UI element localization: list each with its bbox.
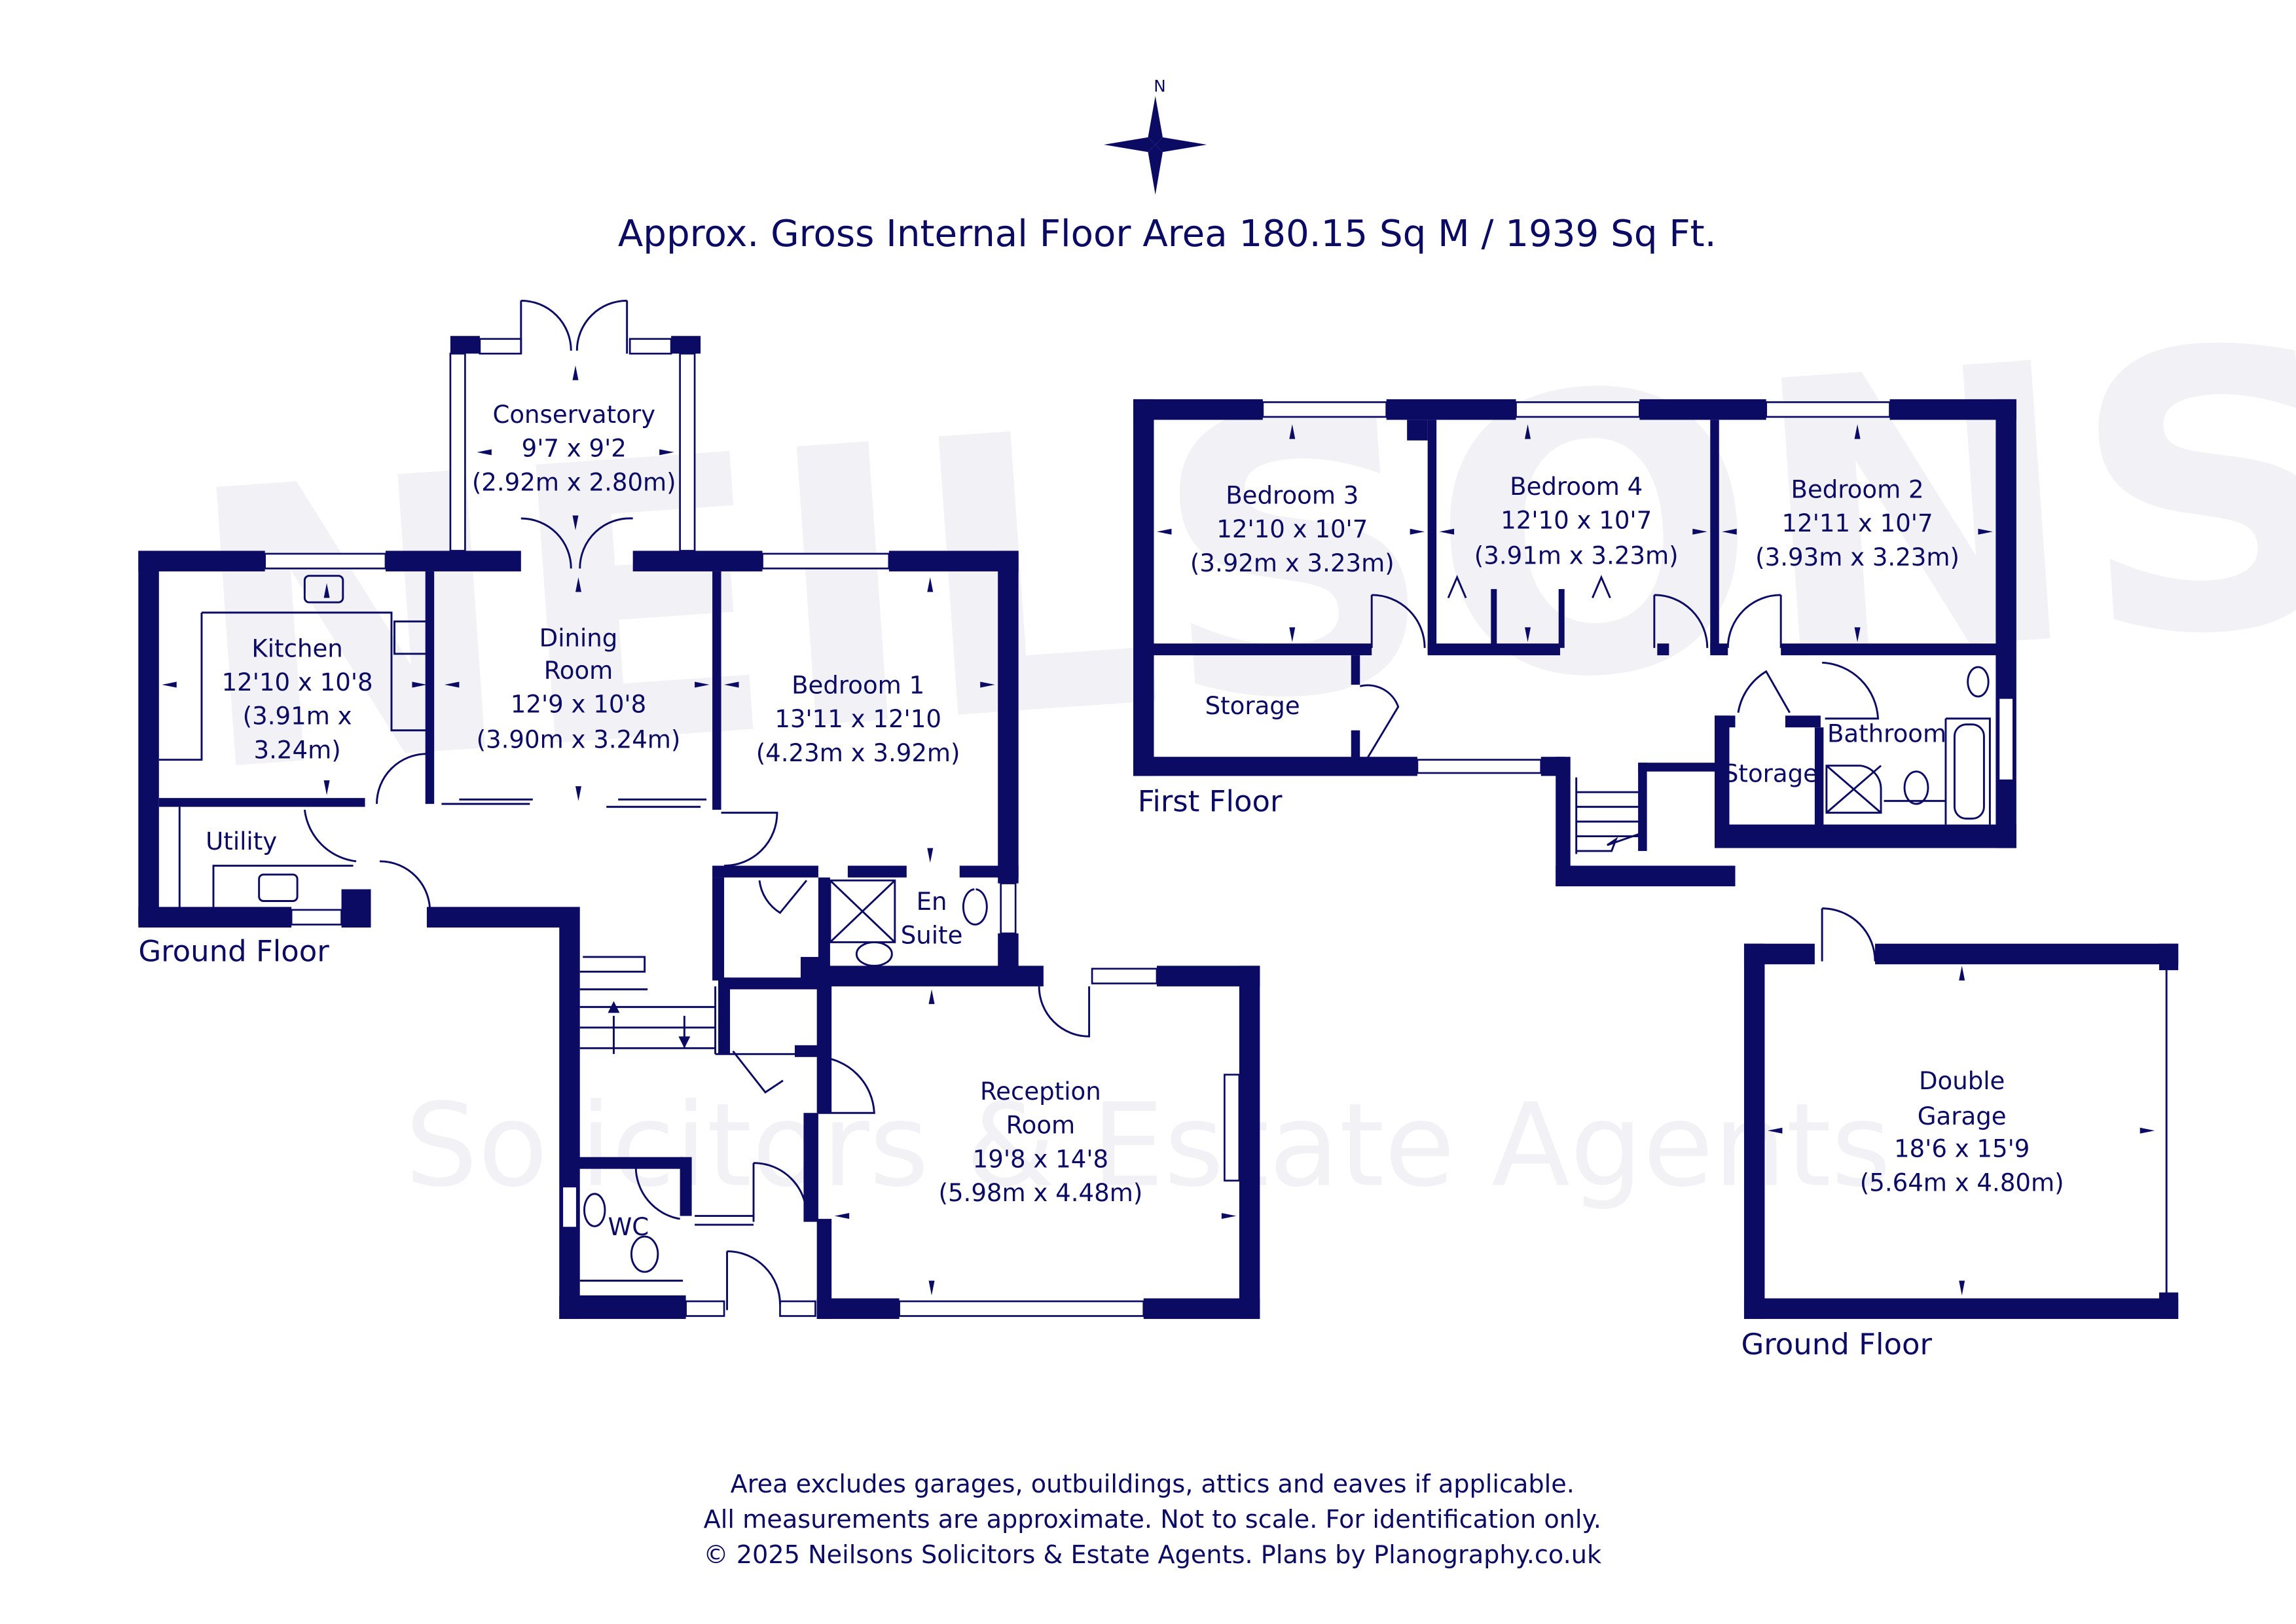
first-floor-plan xyxy=(1133,399,2016,887)
room-size-metric: (3.93m x 3.23m) xyxy=(1755,543,1959,571)
garage-plan xyxy=(1743,907,2179,1319)
room-size-metric: (3.91m x xyxy=(243,702,352,731)
compass-icon: N xyxy=(1104,77,1207,195)
room-size-metric: 3.24m) xyxy=(254,736,341,764)
footer-copyright: © 2025 Neilsons Solicitors & Estate Agen… xyxy=(703,1541,1602,1570)
room-storage: Storage xyxy=(1205,692,1300,720)
ground-floor-plan xyxy=(138,299,1260,1319)
room-name: Reception xyxy=(980,1077,1101,1106)
room-name: Room xyxy=(544,657,613,685)
watermark-tagline: Solicitors & Estate Agents xyxy=(405,1079,1891,1212)
room-bedroom-4: Bedroom 4 12'10 x 10'7 (3.91m x 3.23m) xyxy=(1474,473,1679,570)
room-name: Bedroom 3 xyxy=(1226,482,1358,510)
room-name: Room xyxy=(1006,1111,1076,1140)
room-size-metric: (3.92m x 3.23m) xyxy=(1190,549,1394,577)
room-size-imperial: 12'11 x 10'7 xyxy=(1782,509,1933,537)
room-utility: Utility xyxy=(206,827,277,856)
room-reception-room: Reception Room 19'8 x 14'8 (5.98m x 4.48… xyxy=(938,1077,1142,1207)
room-size-metric: (5.64m x 4.80m) xyxy=(1860,1168,2064,1197)
room-size-imperial: 12'9 x 10'8 xyxy=(511,691,646,719)
room-size-metric: (3.90m x 3.24m) xyxy=(477,726,681,754)
room-name: Bedroom 4 xyxy=(1510,473,1643,501)
compass-north-label: N xyxy=(1154,77,1166,96)
footer-disclaimer-1: Area excludes garages, outbuildings, att… xyxy=(731,1470,1575,1499)
room-size-metric: (4.23m x 3.92m) xyxy=(756,739,960,767)
room-name: Kitchen xyxy=(251,634,342,662)
room-name: Bedroom 1 xyxy=(792,672,924,700)
room-bathroom: Bathroom xyxy=(1827,720,1946,748)
room-size-metric: (5.98m x 4.48m) xyxy=(938,1179,1142,1207)
room-bedroom-3: Bedroom 3 12'10 x 10'7 (3.92m x 3.23m) xyxy=(1190,482,1394,577)
room-size-metric: (3.91m x 3.23m) xyxy=(1474,542,1679,570)
ground-floor-label: Ground Floor xyxy=(138,934,329,969)
footer-disclaimer-2: All measurements are approximate. Not to… xyxy=(704,1506,1601,1534)
room-size-metric: (2.92m x 2.80m) xyxy=(472,468,676,496)
first-floor-label: First Floor xyxy=(1138,784,1283,818)
room-bedroom-2: Bedroom 2 12'11 x 10'7 (3.93m x 3.23m) xyxy=(1755,476,1959,571)
room-name: En xyxy=(917,888,947,916)
room-size-imperial: 19'8 x 14'8 xyxy=(973,1145,1108,1173)
room-size-imperial: 12'10 x 10'8 xyxy=(222,668,373,696)
room-wc: WC xyxy=(608,1213,649,1241)
garage-floor-label: Ground Floor xyxy=(1741,1327,1932,1362)
room-bedroom-1: Bedroom 1 13'11 x 12'10 (4.23m x 3.92m) xyxy=(756,672,960,767)
room-dining-room: Dining Room 12'9 x 10'8 (3.90m x 3.24m) xyxy=(477,624,681,754)
room-en-suite: En Suite xyxy=(901,888,963,950)
room-kitchen: Kitchen 12'10 x 10'8 (3.91m x 3.24m) xyxy=(222,634,373,764)
room-name: Garage xyxy=(1918,1102,2007,1130)
room-name: Conservatory xyxy=(492,401,655,429)
page-title: Approx. Gross Internal Floor Area 180.15… xyxy=(618,213,1717,255)
room-size-imperial: 18'6 x 15'9 xyxy=(1894,1135,2030,1163)
room-name: Suite xyxy=(901,922,963,950)
room-size-imperial: 9'7 x 9'2 xyxy=(522,435,627,463)
room-name: Dining xyxy=(539,624,618,653)
room-name: Double xyxy=(1919,1067,2005,1095)
room-size-imperial: 13'11 x 12'10 xyxy=(774,705,941,733)
room-name: Bedroom 2 xyxy=(1791,476,1924,504)
room-storage: Storage xyxy=(1723,759,1818,787)
room-size-imperial: 12'10 x 10'7 xyxy=(1501,507,1652,535)
room-double-garage: Double Garage 18'6 x 15'9 (5.64m x 4.80m… xyxy=(1860,1067,2064,1197)
room-size-imperial: 12'10 x 10'7 xyxy=(1216,515,1368,543)
room-conservatory: Conservatory 9'7 x 9'2 (2.92m x 2.80m) xyxy=(472,401,676,496)
